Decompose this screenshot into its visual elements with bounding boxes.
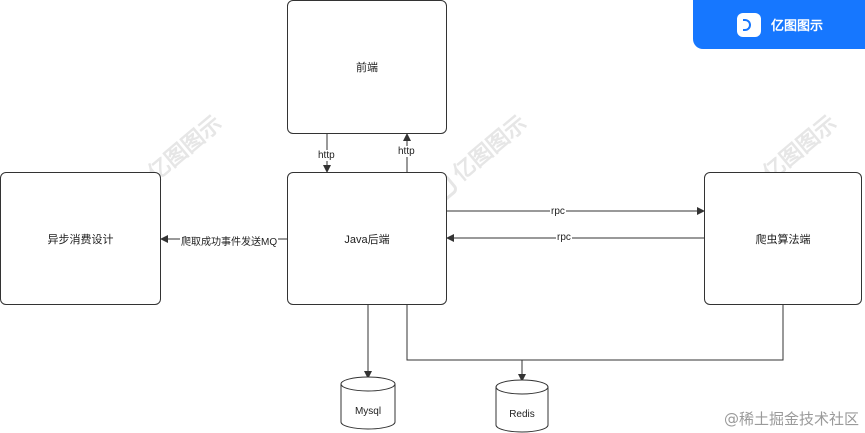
edge-label-rpc-top: rpc	[550, 206, 566, 217]
node-backend-label: Java后端	[344, 233, 390, 246]
edge-label-rpc-bottom: rpc	[556, 232, 572, 243]
brand-label: 亿图图示	[771, 18, 824, 33]
edraw-logo-icon	[737, 13, 761, 37]
node-async: 异步消费设计	[0, 172, 161, 305]
brand-badge[interactable]: 亿图图示	[693, 0, 865, 49]
node-crawler: 爬虫算法端	[704, 172, 862, 305]
node-crawler-label: 爬虫算法端	[755, 233, 811, 246]
node-redis-label: Redis	[509, 409, 535, 420]
edge-label-http-down: http	[317, 150, 336, 161]
redis-cylinder	[495, 379, 549, 433]
node-frontend-label: 前端	[356, 62, 378, 74]
edge-label-http-up: http	[397, 146, 416, 157]
node-async-label: 异步消费设计	[47, 233, 114, 246]
node-backend: Java后端	[287, 172, 447, 305]
footer-watermark: @稀土掘金技术社区	[723, 410, 859, 428]
mysql-cylinder	[340, 376, 396, 430]
node-mysql-label: Mysql	[354, 406, 382, 417]
edge-label-mq: 爬取成功事件发送MQ	[180, 233, 279, 248]
edge-redis	[406, 305, 784, 361]
node-frontend: 前端	[287, 0, 447, 134]
